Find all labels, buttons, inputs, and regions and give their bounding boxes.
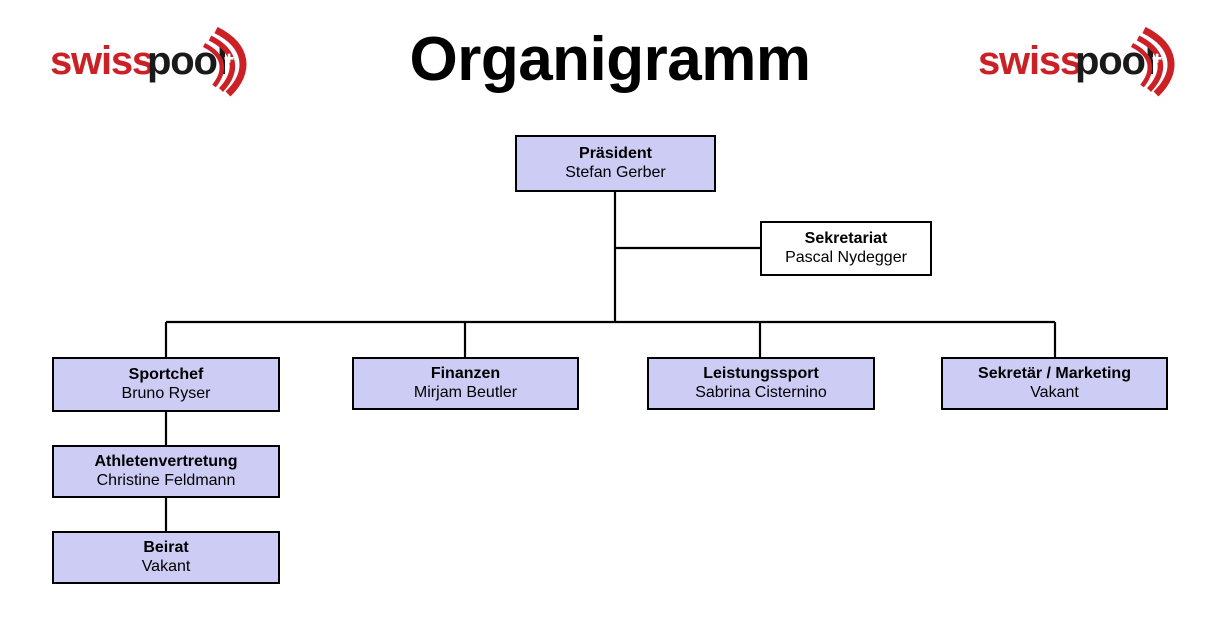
node-role: Sportchef xyxy=(128,365,204,383)
node-role: Athletenvertretung xyxy=(94,452,238,470)
node-person: Stefan Gerber xyxy=(565,163,666,181)
node-sekretaer-marketing[interactable]: Sekretär / Marketing Vakant xyxy=(941,357,1168,410)
svg-text:pool: pool xyxy=(147,39,227,83)
node-praesident[interactable]: Präsident Stefan Gerber xyxy=(515,135,716,192)
node-athletenvertretung[interactable]: Athletenvertretung Christine Feldmann xyxy=(52,445,280,498)
node-person: Vakant xyxy=(1030,383,1079,401)
node-person: Vakant xyxy=(141,557,191,575)
node-person: Mirjam Beutler xyxy=(413,383,518,401)
node-role: Beirat xyxy=(143,538,189,556)
node-person: Sabrina Cisternino xyxy=(695,383,827,401)
svg-text:swiss: swiss xyxy=(978,39,1081,83)
page-title: Organigramm xyxy=(409,25,811,94)
node-person: Bruno Ryser xyxy=(121,384,211,402)
svg-text:pool: pool xyxy=(1075,39,1155,83)
node-role: Leistungssport xyxy=(703,364,819,382)
node-role: Sekretariat xyxy=(804,229,888,247)
node-finanzen[interactable]: Finanzen Mirjam Beutler xyxy=(352,357,579,410)
node-beirat[interactable]: Beirat Vakant xyxy=(52,531,280,584)
svg-text:swiss: swiss xyxy=(50,39,153,83)
node-sportchef[interactable]: Sportchef Bruno Ryser xyxy=(52,357,280,412)
node-sekretariat[interactable]: Sekretariat Pascal Nydegger xyxy=(760,221,932,276)
swisspool-logo-right: swiss pool xyxy=(972,22,1184,100)
node-role: Präsident xyxy=(579,144,652,162)
swisspool-logo-left: swiss pool xyxy=(44,22,256,100)
node-person: Christine Feldmann xyxy=(96,471,236,489)
node-leistungssport[interactable]: Leistungssport Sabrina Cisternino xyxy=(647,357,875,410)
node-role: Finanzen xyxy=(430,364,501,382)
node-role: Sekretär / Marketing xyxy=(978,364,1131,382)
node-person: Pascal Nydegger xyxy=(785,248,907,266)
